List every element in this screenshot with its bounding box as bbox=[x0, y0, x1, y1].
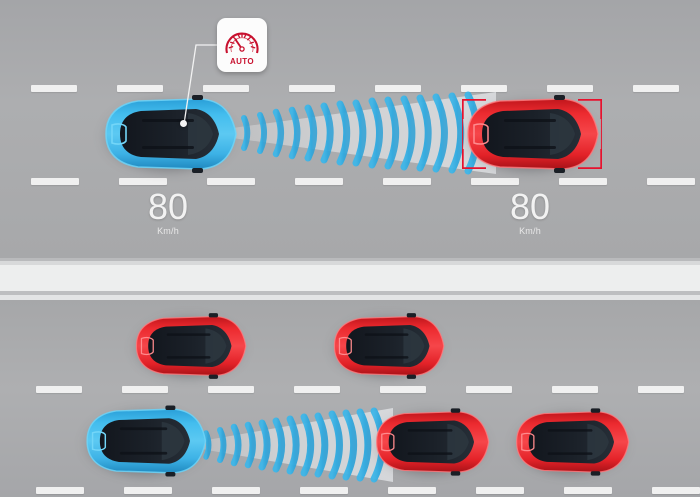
lane-markings-bottom-2 bbox=[0, 487, 700, 494]
lane-markings-top-1 bbox=[0, 85, 700, 92]
red-car-bot-2[interactable] bbox=[508, 406, 633, 478]
car-body-red bbox=[376, 408, 490, 476]
ego-car-bottom[interactable] bbox=[78, 403, 210, 479]
lead-speed-readout: 80 Km/h bbox=[470, 186, 590, 237]
red-car-bot-1[interactable] bbox=[368, 406, 493, 478]
car-body-blue bbox=[86, 405, 207, 477]
lead-car-top[interactable] bbox=[458, 93, 603, 175]
car-body-red bbox=[135, 313, 247, 379]
ego-speed-value: 80 bbox=[147, 186, 189, 227]
lead-speed-value: 80 bbox=[509, 186, 551, 227]
ego-car-top[interactable] bbox=[96, 93, 241, 175]
radar-beam-top bbox=[196, 88, 496, 178]
ego-speed-unit: Km/h bbox=[157, 226, 179, 236]
red-car-mid-2[interactable] bbox=[326, 311, 448, 381]
auto-label: AUTO bbox=[229, 56, 255, 66]
lane-markings-bottom-1 bbox=[0, 386, 700, 393]
car-body-red bbox=[516, 408, 630, 476]
speedometer-auto-icon[interactable]: AUTO bbox=[217, 18, 267, 72]
median-divider bbox=[0, 258, 700, 302]
ego-speed-readout: 80 Km/h bbox=[108, 186, 228, 237]
callout-anchor-dot bbox=[180, 120, 187, 127]
red-car-mid-1[interactable] bbox=[128, 311, 250, 381]
lead-speed-unit: Km/h bbox=[519, 226, 541, 236]
car-body-red bbox=[467, 95, 599, 173]
car-body-blue bbox=[105, 95, 237, 173]
lane-markings-top-2 bbox=[0, 178, 700, 185]
car-body-red bbox=[333, 313, 445, 379]
speedometer-gauge-icon bbox=[225, 32, 259, 53]
radar-beam-bottom bbox=[178, 406, 393, 484]
